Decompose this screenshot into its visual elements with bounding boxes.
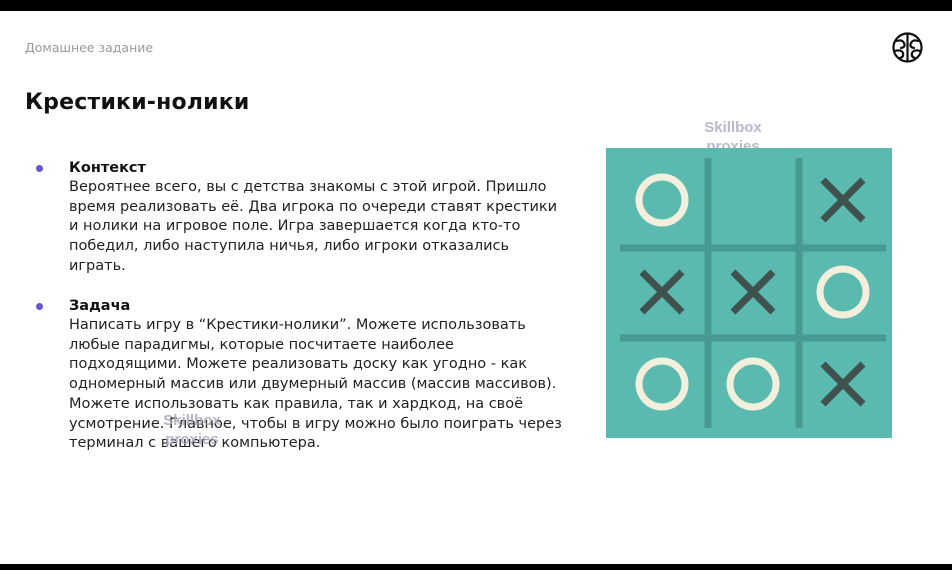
bullet-icon: [36, 303, 43, 310]
grid-line: [620, 334, 886, 342]
brain-logo-icon: [892, 32, 923, 63]
tic-tac-toe-board: [606, 148, 892, 438]
page-title: Крестики-нолики: [25, 90, 250, 115]
bullet-icon: [36, 165, 43, 172]
cross-mark: [820, 361, 866, 407]
nought-mark: [816, 265, 870, 319]
nought-mark: [635, 357, 689, 411]
task-section: Задача Написать игру в “Крестики-нолики”…: [34, 296, 574, 454]
slide-eyebrow: Домашнее задание: [25, 40, 154, 55]
slide: Домашнее задание Крестики-нолики Контекс…: [0, 11, 952, 564]
nought-mark: [726, 357, 780, 411]
cross-mark: [820, 177, 866, 223]
task-text: Написать игру в “Крестики-нолики”. Может…: [69, 317, 562, 452]
grid-line: [620, 244, 886, 252]
context-text: Вероятнее всего, вы с детства знакомы с …: [69, 179, 558, 274]
context-section: Контекст Вероятнее всего, вы с детства з…: [34, 158, 574, 277]
watermark: Skillbox proxies: [163, 412, 221, 448]
grid-line: [795, 158, 803, 428]
nought-mark: [635, 173, 689, 227]
cross-mark: [730, 269, 776, 315]
task-heading: Задача: [69, 298, 131, 314]
grid-line: [704, 158, 712, 428]
cross-mark: [639, 269, 685, 315]
context-heading: Контекст: [69, 160, 146, 176]
